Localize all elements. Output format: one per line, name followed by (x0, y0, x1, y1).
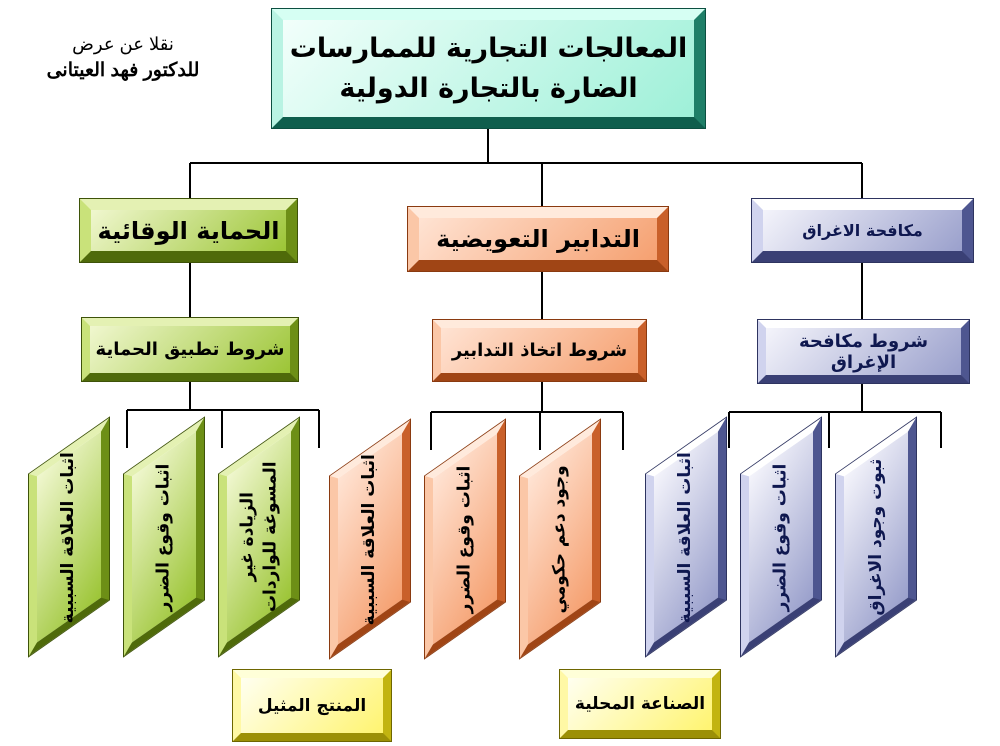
conditions-antidumping: شروط مكافحة الإغراق (757, 319, 970, 384)
conditions-compensatory: شروط اتخاذ التدابير (432, 319, 647, 382)
note-like-product: المنتج المثيل (232, 669, 392, 742)
leaf-text: وجود دعم حكومي (549, 464, 570, 614)
leaf-text: اثبات العلاقة السببية (359, 453, 380, 625)
category-antidumping: مكافحة الاغراق (751, 198, 974, 263)
conditions-compensatory-label: شروط اتخاذ التدابير (451, 340, 628, 361)
leaf-text: اثبات وقوع الضرر (454, 465, 475, 613)
title-line-2: الضارة بالتجارة الدولية (339, 72, 638, 104)
category-protection-label: الحماية الوقائية (97, 216, 280, 245)
credit-line-2: للدكتور فهد العيتانى (46, 60, 200, 81)
conditions-protection-label: شروط تطبيق الحماية (95, 339, 285, 360)
category-compensatory-label: التدابير التعويضية (436, 225, 640, 253)
title-line-1: المعالجات التجارية للممارسات (289, 33, 688, 65)
leaf-text: اثبات وقوع الضرر (153, 463, 174, 611)
leaf-text: ثبوت وجود الاغراق (865, 458, 886, 616)
category-antidumping-label: مكافحة الاغراق (802, 221, 923, 240)
leaf-text: الزيادة غير (237, 492, 258, 582)
leaf-text: اثبات وقوع الضرر (770, 463, 791, 611)
conditions-antidumping-label: شروط مكافحة الإغراق (798, 330, 929, 373)
category-compensatory: التدابير التعويضية (407, 206, 669, 272)
note-local-industry: الصناعة المحلية (559, 669, 721, 739)
category-protection: الحماية الوقائية (79, 198, 298, 263)
leaf-text: اثبات العلاقة السببية (58, 451, 79, 623)
note-local-industry-label: الصناعة المحلية (574, 694, 706, 714)
credit-line-1: نقلا عن عرض (72, 34, 174, 54)
credit-note: نقلا عن عرض للدكتور فهد العيتانى (18, 34, 228, 82)
leaf-text-2: المسوغة للواردات (259, 461, 280, 613)
diagram-title-box: المعالجات التجارية للممارسات الضارة بالت… (271, 8, 706, 129)
note-like-product-label: المنتج المثيل (257, 695, 367, 716)
conditions-protection: شروط تطبيق الحماية (81, 317, 299, 382)
leaf-text: اثبات العلاقة السببية (675, 451, 696, 623)
